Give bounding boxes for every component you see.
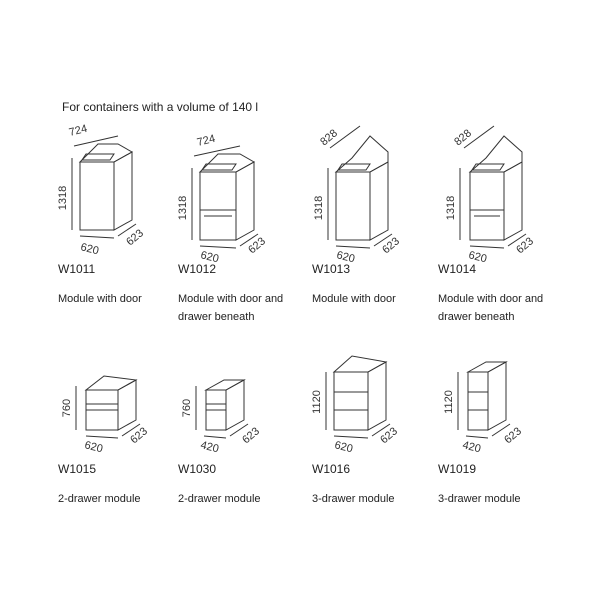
height-label: 760 [61,399,73,417]
module-card-w1030: 760 420 623 W1030 2-drawer module [178,352,308,542]
height-label: 1120 [443,390,455,414]
side-label: 623 [502,425,524,446]
module-description: 2-drawer module [178,493,261,505]
cabinet-drawing: 1318 828 620 623 [313,125,402,265]
page-title: For containers with a volume of 140 l [62,100,259,114]
module-code: W1019 [438,462,477,476]
module-code: W1030 [178,462,217,476]
depth-label: 828 [452,127,474,148]
module-code: W1013 [312,262,351,276]
module-code: W1016 [312,462,351,476]
height-label: 1120 [311,390,323,414]
cabinet-drawing: 1120 420 623 [443,361,524,455]
cabinet-drawing: 1318 828 620 623 [445,125,536,265]
side-label: 623 [124,227,146,248]
width-label: 620 [79,241,100,257]
module-card-w1014: 1318 828 620 623 W1014 Module with door … [438,122,568,323]
cabinet-drawing: 1318 724 620 623 [57,123,146,258]
cabinet-drawing: 760 620 623 [61,375,150,455]
height-label: 1318 [57,186,69,210]
width-label: 420 [461,439,482,455]
width-label: 620 [333,439,354,455]
width-label: 620 [467,249,488,265]
module-description: Module with door [312,293,396,305]
cabinet-drawing: 1318 724 620 623 [177,133,268,266]
height-label: 1318 [177,196,189,220]
cabinet-drawing: 1120 620 623 [311,355,400,455]
side-label: 623 [514,235,536,256]
width-label: 620 [199,249,220,265]
module-card-w1013: 1318 828 620 623 W1013 Module with door [312,122,442,312]
module-description: 3-drawer module [438,493,521,505]
width-label: 620 [335,249,356,265]
height-label: 1318 [313,196,325,220]
module-code: W1015 [58,462,97,476]
depth-label: 724 [68,123,89,139]
module-code: W1014 [438,262,477,276]
side-label: 623 [378,425,400,446]
module-card-w1016: 1120 620 623 W1016 3-drawer module [311,352,442,542]
side-label: 623 [128,425,150,446]
module-code: W1011 [58,262,96,276]
width-label: 620 [83,439,104,455]
height-label: 760 [181,399,193,417]
module-description: 2-drawer module [58,493,141,505]
cabinet-drawing: 760 420 623 [181,379,262,455]
module-card-w1012: 1318 724 620 623 W1012 Module with door … [177,122,308,323]
module-code: W1012 [178,262,217,276]
depth-label: 724 [196,133,217,149]
depth-label: 828 [318,127,340,148]
side-label: 623 [380,235,402,256]
height-label: 1318 [445,196,457,220]
module-card-w1015: 760 620 623 W1015 2-drawer module [58,352,188,542]
side-label: 623 [240,425,262,446]
module-description: Module with door and drawer beneath [438,293,544,323]
module-description: 3-drawer module [312,493,395,505]
module-description: Module with door and drawer beneath [178,293,284,323]
side-label: 623 [246,235,268,256]
width-label: 420 [199,439,220,455]
module-description: Module with door [58,293,142,305]
module-card-w1019: 1120 420 623 W1019 3-drawer module [438,352,568,542]
module-card-w1011: 1318 724 620 623 W1011 Module with door [57,122,188,312]
